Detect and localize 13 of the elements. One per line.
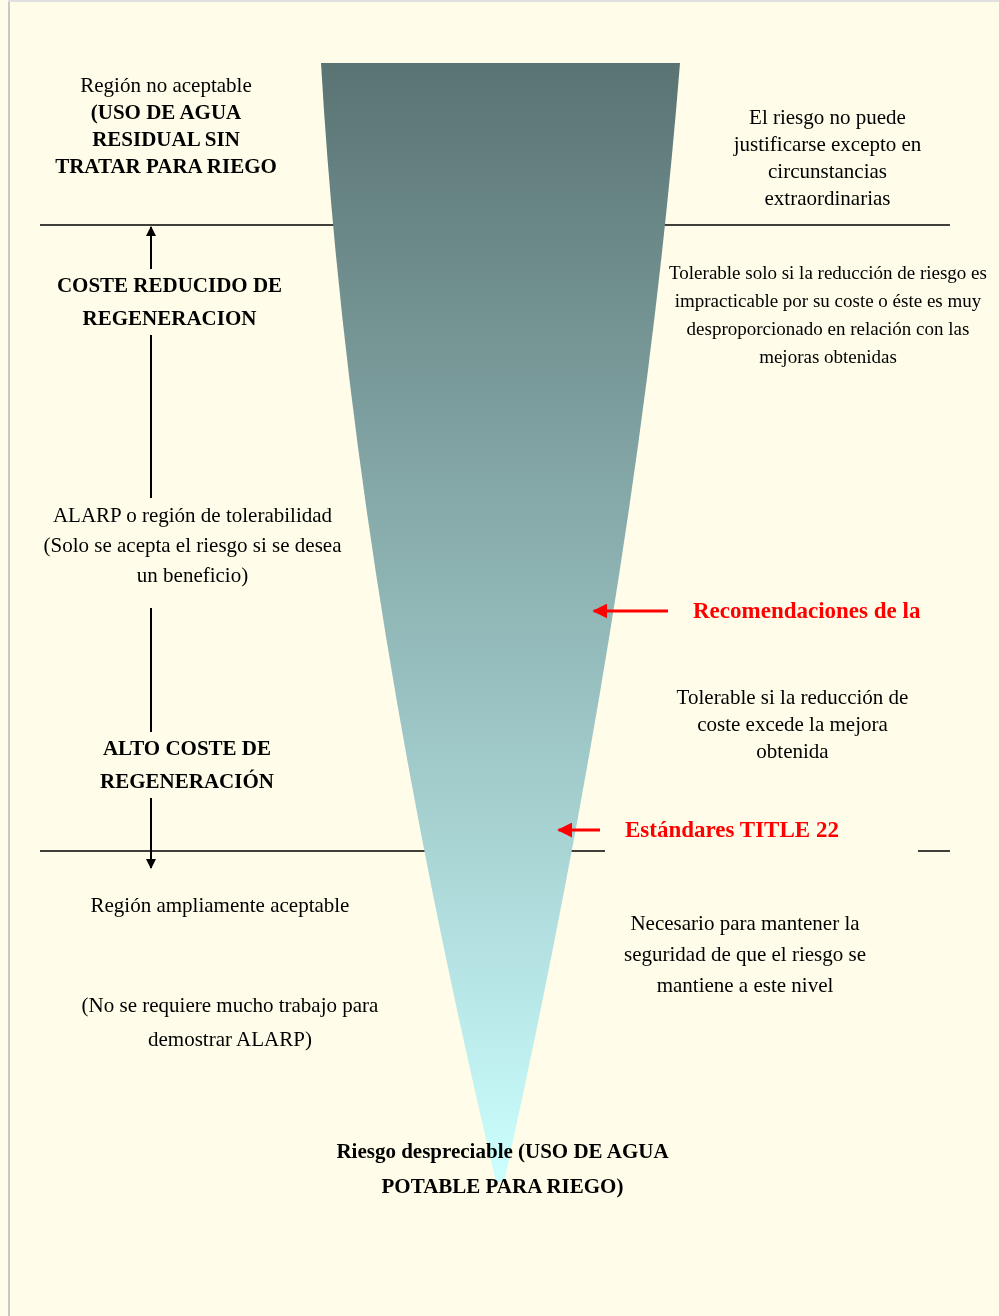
region-label: Región ampliamente aceptable (89, 892, 351, 919)
region-label: Riesgo despreciable (USO DE AGUA POTABLE PARA RIEGO) (335, 1138, 670, 1200)
description-text: Tolerable si la reducción de coste excede la mejora obtenida (675, 684, 910, 765)
region-label: Región no aceptable (USO DE AGUA RESIDUAL SIN TRATAR PARA RIEGO (55, 72, 277, 180)
callout-text: Estándares TITLE 22 (625, 817, 839, 843)
region-label: ALARP o región de tolerabilidad (Solo se acepta el riesgo si se desea un beneficio) (42, 502, 343, 589)
description-text: Necesario para mantener la seguridad de que el riesgo se mantiene a este nivel (623, 910, 867, 999)
description-text: El riesgo no puede justificarse excepto en circunstancias extraordinarias (732, 104, 923, 212)
arrow (557, 822, 600, 838)
note-text: (No se requiere mucho trabajo para demostrar ALARP) (80, 992, 380, 1053)
description-text: Tolerable solo si la reducción de riesgo es impracticable por su coste o éste es muy desproporcionado en relación con las mejoras obtenidas (668, 261, 988, 369)
callout-text: Recomendaciones de la (693, 598, 921, 624)
arrow (592, 603, 668, 619)
